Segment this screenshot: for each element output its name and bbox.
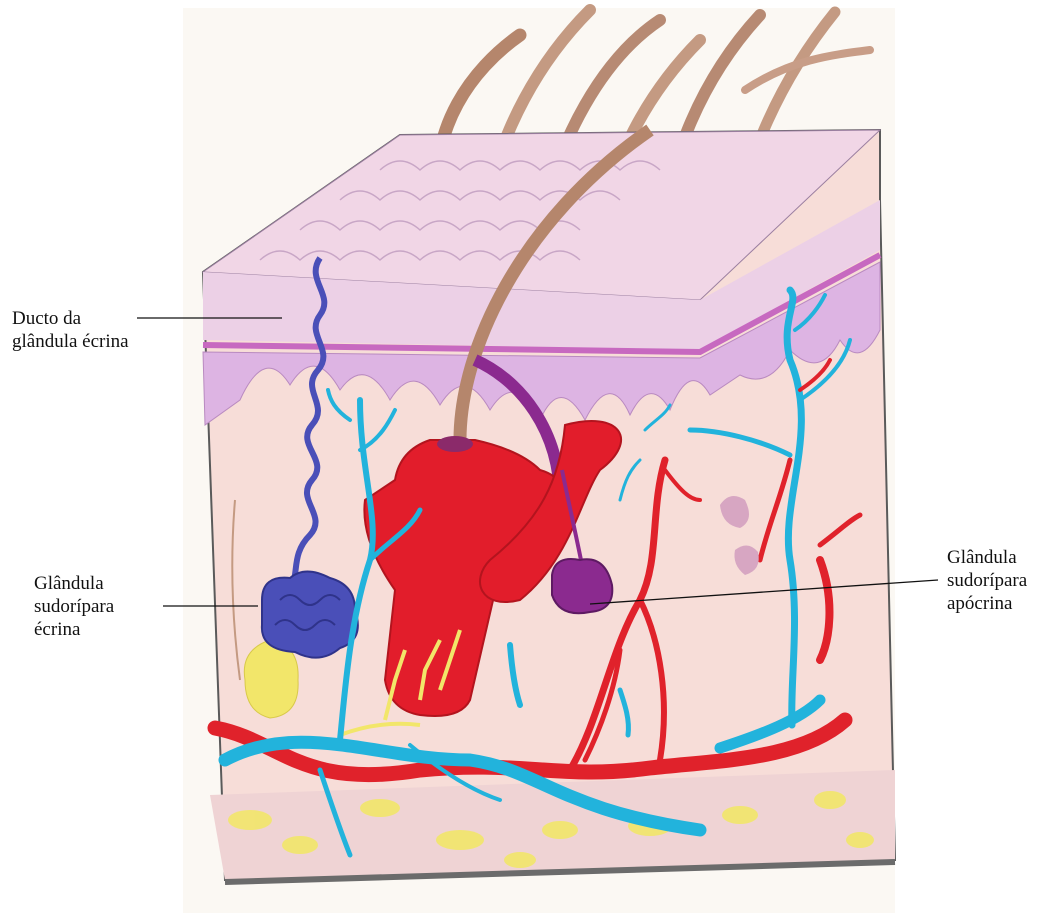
apocrine-gland [552, 559, 612, 613]
eccrine-gland-coil [262, 572, 358, 658]
eccrine-gland-label-line1: Glândula [34, 572, 114, 595]
eccrine-gland-label: Glândula sudorípara écrina [34, 572, 114, 641]
eccrine-gland-label-line3: écrina [34, 618, 114, 641]
apocrine-gland-label: Glândula sudorípara apócrina [947, 546, 1027, 615]
eccrine-gland-label-line2: sudorípara [34, 595, 114, 618]
apocrine-gland-label-line3: apócrina [947, 592, 1027, 615]
eccrine-duct-label-line1: Ducto da [12, 307, 129, 330]
apocrine-gland-label-line2: sudorípara [947, 569, 1027, 592]
eccrine-duct-label: Ducto da glândula écrina [12, 307, 129, 353]
eccrine-duct-label-line2: glândula écrina [12, 330, 129, 353]
apocrine-gland-label-line1: Glândula [947, 546, 1027, 569]
follicle-opening [437, 436, 473, 452]
